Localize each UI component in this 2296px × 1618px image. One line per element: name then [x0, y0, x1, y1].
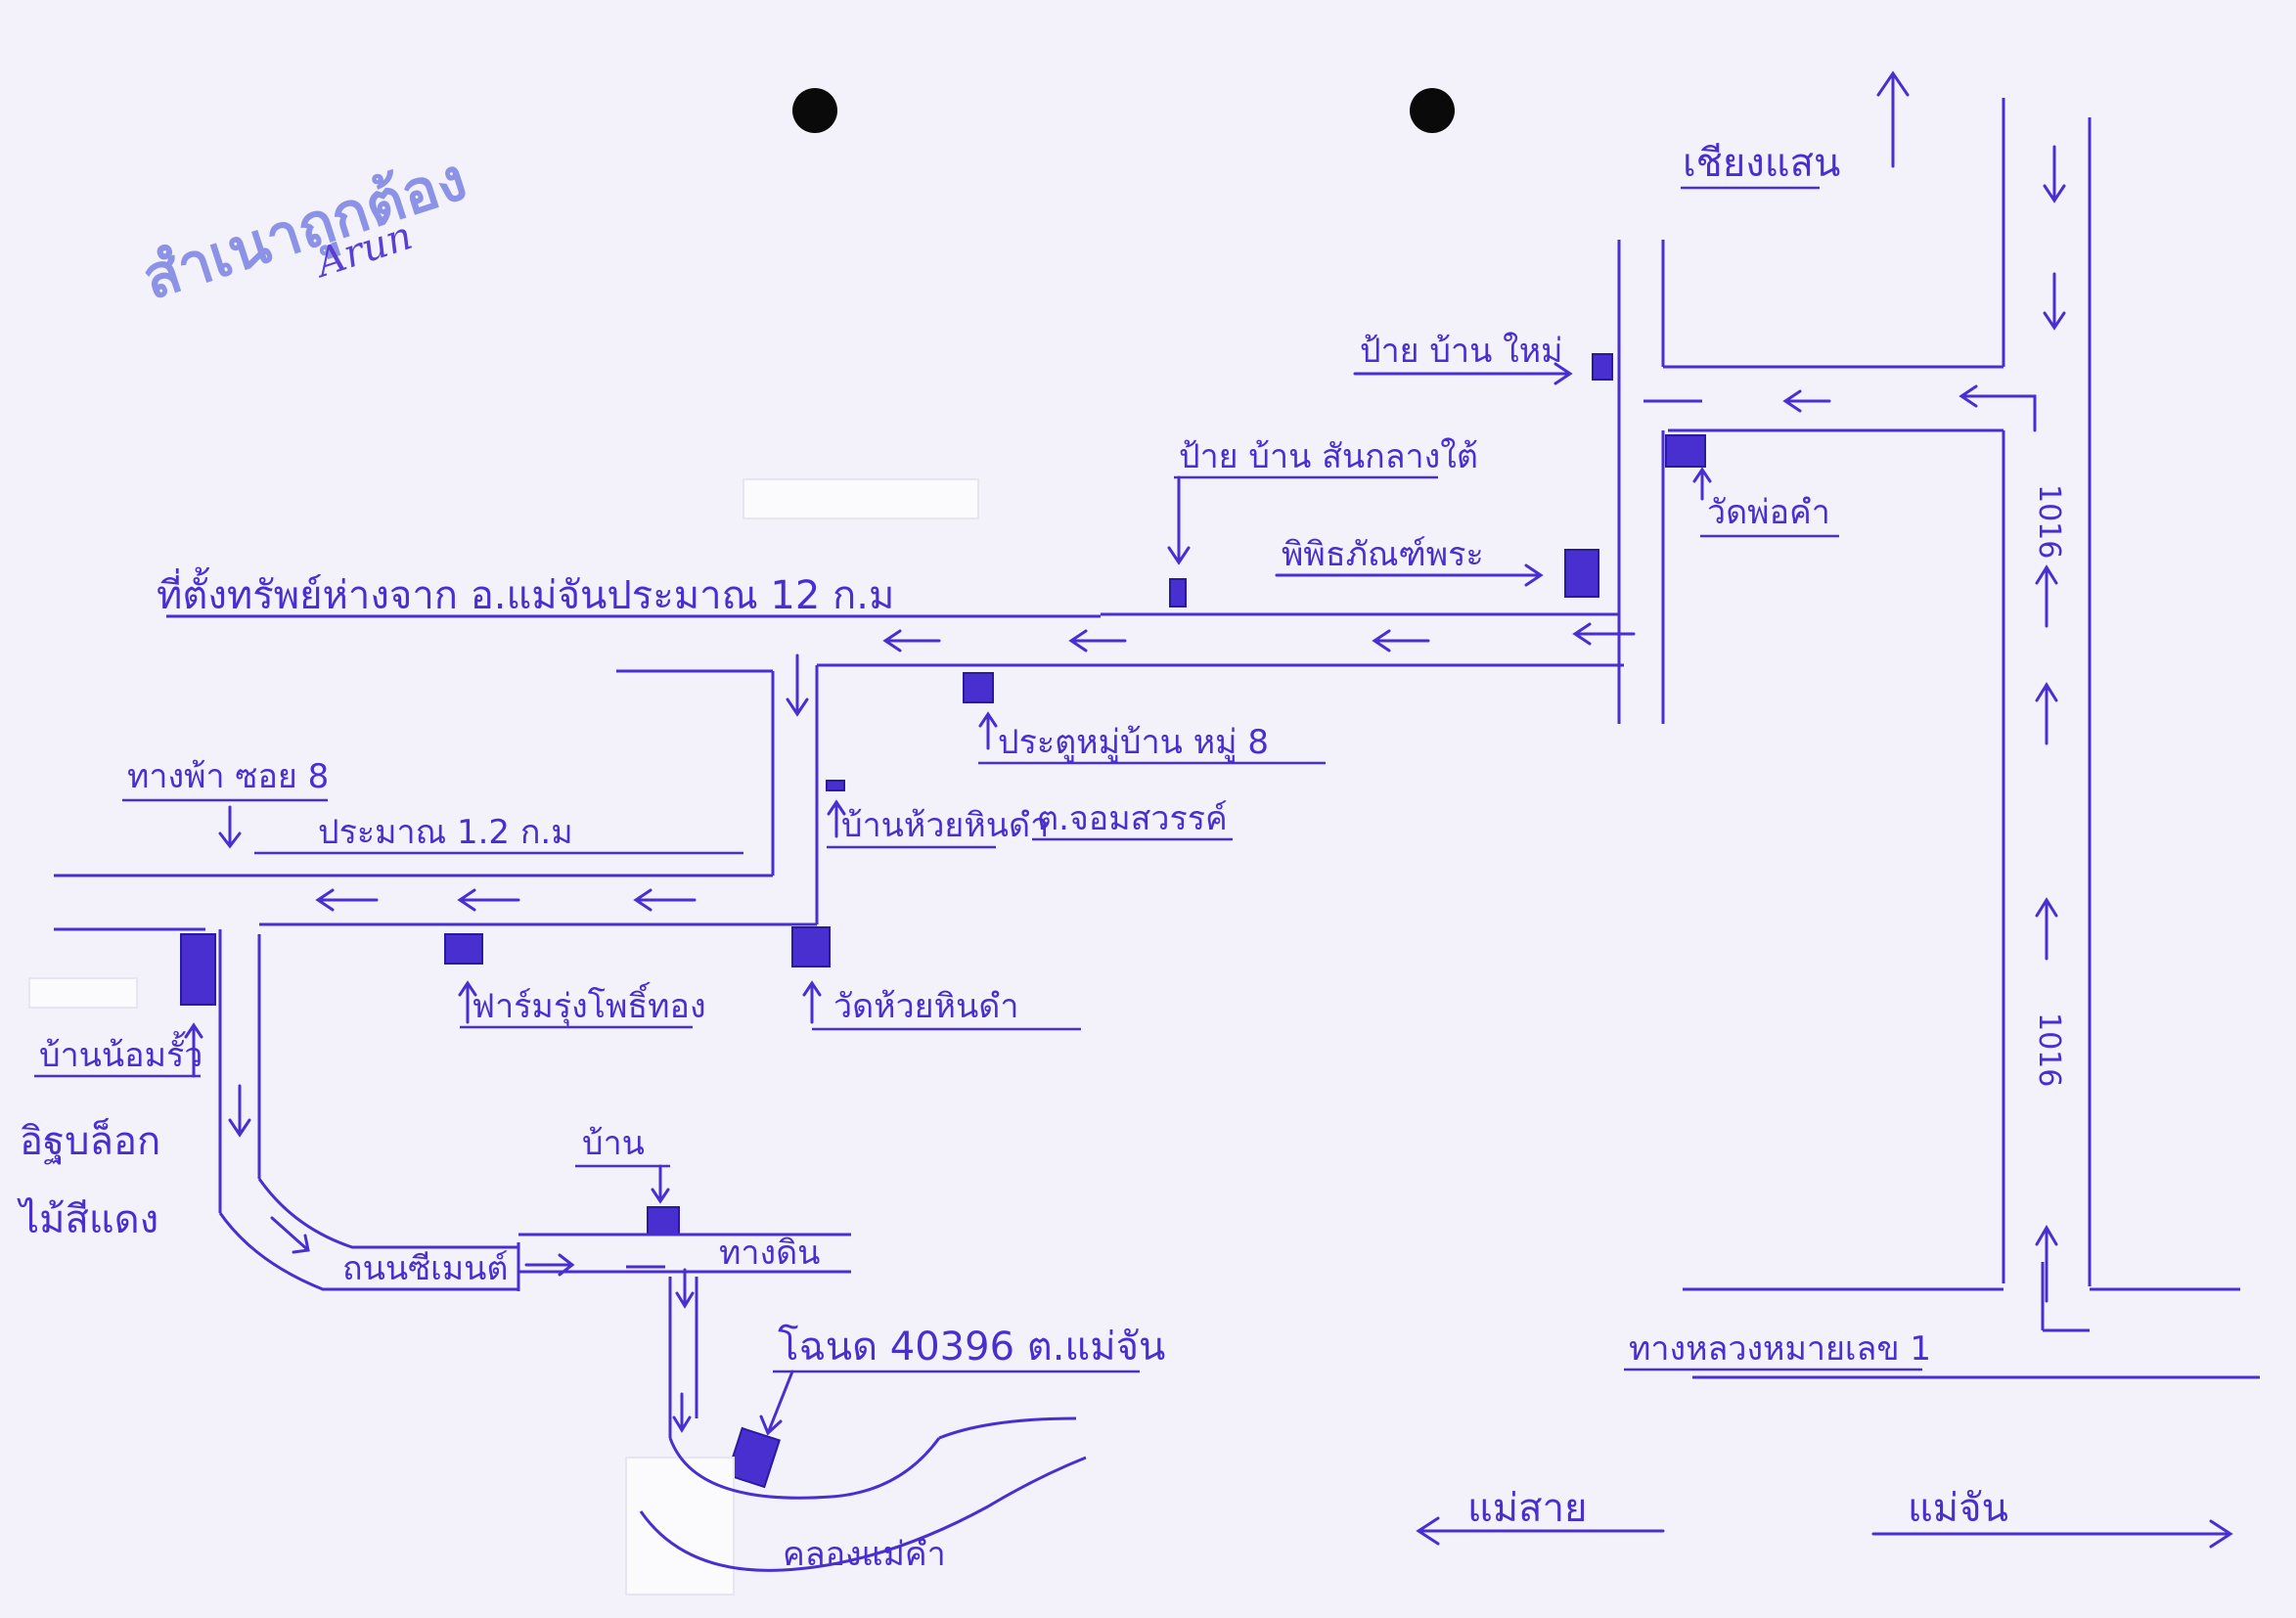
arrow-deed — [759, 1370, 794, 1436]
arrow-up-1 — [2035, 564, 2058, 628]
location-distance-label: ที่ตั้งทรัพย์ห่างจาก อ.แม่จันประมาณ 12 ก… — [157, 566, 894, 618]
village-gate-marker — [963, 672, 994, 703]
arrow-left-upper — [1782, 389, 1831, 413]
arrow-mae-chan — [1871, 1519, 2233, 1549]
mae-chan-label: แม่จัน — [1908, 1486, 2008, 1531]
road-1016-bottom-label: 1016 — [2032, 1012, 2066, 1087]
correction-fluid-top — [743, 478, 979, 519]
punch-hole-left — [792, 88, 837, 133]
red-wood-label: ไม้สีแดง — [17, 1197, 158, 1242]
arrow-soi-1 — [315, 888, 379, 912]
arrow-soi-2 — [457, 888, 520, 912]
arrow-down-2 — [2043, 272, 2066, 331]
road-1016-top-label-wrap: 1016 — [2032, 484, 2066, 559]
arrow-dirt-right — [524, 1253, 575, 1277]
arrow-dirt-down-2 — [672, 1392, 692, 1433]
dirt-road-label: ทางดิน — [719, 1234, 820, 1273]
property-marker — [725, 1426, 782, 1489]
arrow-soi-8 — [218, 805, 242, 849]
concrete-road-bend-outer — [218, 1212, 518, 1291]
stamp-text: สำเนาถูกต้อง — [135, 145, 475, 315]
road-1016-top-label: 1016 — [2032, 484, 2066, 559]
arrow-ban-san-klang-tai — [1167, 475, 1191, 565]
arrow-up-4 — [2035, 1225, 2058, 1303]
arrow-north-chiang-saen — [1876, 70, 1910, 168]
deed-label: โฉนด 40396 ต.แม่จัน — [778, 1325, 1165, 1370]
arrow-wat-huai-hin-dam — [802, 980, 822, 1024]
certified-copy-stamp: สำเนาถูกต้อง — [135, 145, 475, 315]
canal-edge — [938, 1416, 1077, 1440]
house-left-label: บ้านน้อมรั้ว — [39, 1031, 203, 1075]
concrete-road-label: ถนนซีเมนต์ — [342, 1249, 509, 1288]
wat-pho-kham-label: วัดพ่อคำ — [1707, 493, 1830, 532]
correction-fluid-left — [28, 977, 138, 1009]
arrow-mae-sai — [1416, 1516, 1665, 1546]
arrow-main-2 — [1372, 629, 1430, 652]
arrow-village-gate — [978, 711, 998, 750]
ban-huai-hin-dam-label: บ้านห้วยหินดำ — [841, 806, 1049, 845]
ban-huai-hin-dam-marker — [826, 780, 845, 791]
museum-label: พิพิธภัณฑ์พระ — [1282, 535, 1484, 574]
arrow-ban-mai — [1353, 362, 1573, 385]
arrow-ban-huai-hin-dam — [827, 799, 846, 838]
arrow-concrete-diag — [270, 1216, 310, 1254]
house-marker — [647, 1206, 680, 1236]
house-left-marker — [180, 933, 216, 1006]
canal-upper-bank — [668, 1437, 941, 1500]
sign-ban-mai-label: ป้าย บ้าน ใหม่ — [1360, 332, 1563, 371]
arrow-wat-pho-kham — [1692, 467, 1712, 501]
arrow-house-left — [184, 1022, 203, 1078]
arrow-main-1 — [1572, 622, 1636, 646]
village-gate-label: ประตูหมู่บ้าน หมู่ 8 — [998, 723, 1269, 762]
tambon-label: ต.จอมสวรรค์ — [1037, 799, 1228, 838]
arrow-main-4 — [882, 629, 941, 652]
arrow-down-junction — [786, 653, 809, 717]
highway-1-label: ทางหลวงหมายเลข 1 — [1629, 1329, 1931, 1369]
farm-marker — [444, 933, 483, 965]
arrow-down-1 — [2043, 145, 2066, 203]
arrow-dirt-down-1 — [675, 1268, 695, 1309]
concrete-road-bend-inner — [257, 1178, 518, 1249]
farm-label: ฟาร์มรุ่งโพธิ์ทอง — [472, 981, 706, 1026]
house-label: บ้าน — [582, 1124, 645, 1163]
museum-marker — [1564, 549, 1599, 598]
sign-ban-san-klang-tai-label: ป้าย บ้าน สันกลางใต้ — [1179, 437, 1478, 476]
road-1016-bottom-label-wrap: 1016 — [2032, 1012, 2066, 1087]
arrow-main-3 — [1068, 629, 1127, 652]
arrow-house — [651, 1164, 670, 1204]
arrow-soi-3 — [633, 888, 697, 912]
mae-sai-label: แม่สาย — [1467, 1486, 1587, 1531]
rubber-wood-label: อิฐบล็อก — [20, 1117, 160, 1165]
approx-1-2-km-label: ประมาณ 1.2 ก.ม — [318, 813, 573, 852]
arrow-farm — [458, 980, 477, 1024]
paved-soi-8-label: ทางพ้า ซอย 8 — [127, 757, 329, 796]
arrow-concrete-down — [228, 1084, 251, 1138]
sign-ban-san-klang-tai-marker — [1169, 578, 1187, 607]
canal-label: คลองแม่คำ — [783, 1535, 946, 1574]
arrow-up-2 — [2035, 682, 2058, 745]
wat-huai-hin-dam-label: วัดห้วยหินดำ — [833, 987, 1018, 1026]
arrow-up-3 — [2035, 897, 2058, 961]
wat-pho-kham-marker — [1665, 434, 1706, 468]
chiang-saen-label: เชียงแสน — [1683, 141, 1840, 186]
correction-fluid-canal — [625, 1457, 735, 1596]
sign-ban-mai-marker — [1592, 353, 1613, 381]
canal-lower-bank — [639, 1456, 1087, 1572]
wat-huai-hin-dam-marker — [791, 926, 831, 967]
punch-hole-right — [1410, 88, 1455, 133]
arrow-museum — [1275, 563, 1544, 587]
arrow-left-turn — [1958, 384, 2037, 432]
